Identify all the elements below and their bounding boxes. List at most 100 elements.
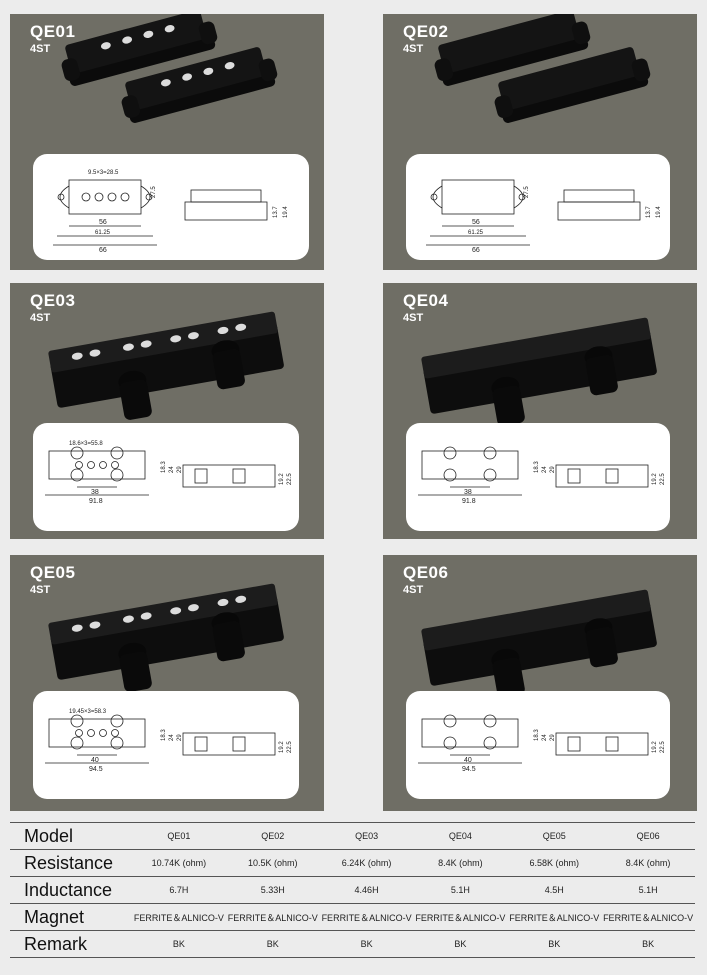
string-count: 4ST: [30, 584, 51, 596]
spec-cell: FERRITE＆ALNICO-V: [601, 903, 695, 931]
side-view-outline: [182, 732, 276, 756]
pole-piece: [94, 192, 104, 202]
pole-piece: [170, 607, 182, 615]
dim-w3: 29: [550, 466, 556, 473]
model-code: QE06: [403, 563, 449, 582]
side-view-ear: [232, 736, 246, 752]
spec-cell: FERRITE＆ALNICO-V: [225, 903, 320, 931]
pole-piece: [122, 343, 134, 351]
spec-cell: 5.1H: [601, 876, 695, 904]
pole-piece: [100, 42, 111, 50]
pole-piece: [187, 604, 199, 612]
string-count: 4ST: [403, 43, 424, 55]
side-view-outline: [184, 201, 268, 221]
mount-ear: [483, 714, 497, 728]
spec-cell: QE04: [413, 822, 508, 850]
screw-hole: [145, 193, 153, 201]
model-code: QE05: [30, 563, 76, 582]
pole-piece: [89, 349, 101, 357]
side-view-outline: [555, 732, 649, 756]
model-code: QE03: [30, 291, 76, 310]
pole-piece: [164, 25, 175, 33]
pole-piece: [75, 461, 83, 469]
dim-spacing: 19.45×3=58.3: [69, 709, 107, 715]
side-view-ear: [232, 468, 246, 484]
side-view-outline: [557, 201, 641, 221]
pole-piece: [111, 729, 119, 737]
dim-h2: 19.4: [656, 206, 662, 218]
screw-hole: [57, 193, 65, 201]
mount-ear: [443, 714, 457, 728]
pole-piece: [182, 73, 193, 81]
dim-h2: 22.5: [660, 473, 666, 485]
spec-cell: FERRITE＆ALNICO-V: [507, 903, 602, 931]
spec-cell: 10.74K (ohm): [132, 849, 226, 877]
dim-h1: 19.2: [279, 473, 285, 485]
mount-ear: [483, 736, 497, 750]
mount-ear: [110, 468, 124, 482]
pole-piece: [224, 62, 235, 70]
pole-piece: [99, 729, 107, 737]
pole-piece: [140, 612, 152, 620]
spec-cell: 5.1H: [413, 876, 508, 904]
spec-cell: QE02: [225, 822, 320, 850]
spec-cell: FERRITE＆ALNICO-V: [413, 903, 508, 931]
pole-piece: [187, 332, 199, 340]
string-count: 4ST: [30, 312, 51, 324]
side-view-top: [190, 189, 262, 203]
mount-ear: [483, 446, 497, 460]
dim-width: 18.3: [534, 461, 540, 473]
pickup-photo: [48, 583, 284, 692]
spec-row-label: Magnet: [10, 903, 132, 931]
pole-piece: [81, 192, 91, 202]
dim-outer: 91.8: [89, 498, 103, 505]
pole-piece: [87, 461, 95, 469]
mount-ear: [110, 736, 124, 750]
pickup-photo: [421, 589, 657, 695]
pole-piece: [71, 352, 83, 360]
pickup-body: [48, 583, 284, 692]
mount-ear: [110, 446, 124, 460]
pole-piece: [235, 595, 247, 603]
pickup-photo: [61, 14, 278, 123]
mount-ear: [70, 714, 84, 728]
string-count: 4ST: [403, 312, 424, 324]
spec-cell: 5.33H: [225, 876, 320, 904]
dim-outer: 66: [99, 247, 107, 254]
pole-piece: [71, 624, 83, 632]
side-view-outline: [182, 464, 276, 488]
dim-spacing: 9.5×3=28.5: [88, 170, 119, 176]
spec-cell: 8.4K (ohm): [601, 849, 695, 877]
dim-outer: 94.5: [462, 766, 476, 773]
pole-piece: [235, 323, 247, 331]
pole-piece: [203, 67, 214, 75]
pole-piece: [99, 461, 107, 469]
spec-cell: BK: [601, 930, 695, 958]
mount-ear: [443, 468, 457, 482]
spec-cell: 6.24K (ohm): [319, 849, 414, 877]
side-view-ear: [567, 468, 581, 484]
dim-inner: 40: [91, 757, 99, 764]
model-code: QE01: [30, 22, 76, 41]
side-view-ear: [194, 468, 208, 484]
dim-width: 18.3: [161, 729, 167, 741]
dim-width: 18.3: [534, 729, 540, 741]
spec-cell: 10.5K (ohm): [225, 849, 320, 877]
string-count: 4ST: [30, 43, 51, 55]
screw-hole: [430, 193, 438, 201]
dim-w3: 29: [177, 466, 183, 473]
pole-piece: [140, 340, 152, 348]
spec-cell: QE03: [319, 822, 414, 850]
dim-mid: 61.25: [468, 230, 484, 236]
side-view-ear: [194, 736, 208, 752]
